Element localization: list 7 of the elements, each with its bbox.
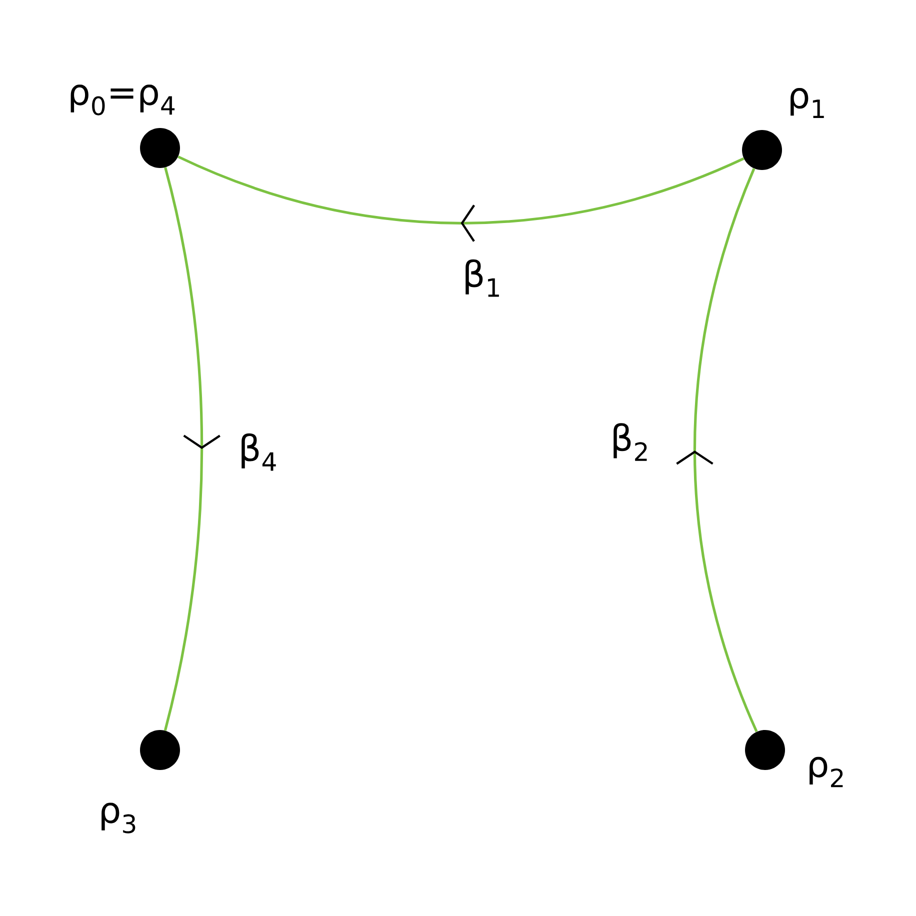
point-label: ρ$_{3}$: [102, 802, 136, 834]
point-label: ρ$_{1}$: [790, 88, 824, 118]
point-label: ρ$_{0}$=ρ$_{4}$: [70, 84, 175, 116]
edge-label: β$_{1}$: [460, 257, 504, 299]
edge-label: β$_{4}$: [236, 431, 280, 473]
point-label: ρ$_{2}$: [810, 756, 843, 788]
edge-label: β$_{2}$: [608, 421, 652, 463]
